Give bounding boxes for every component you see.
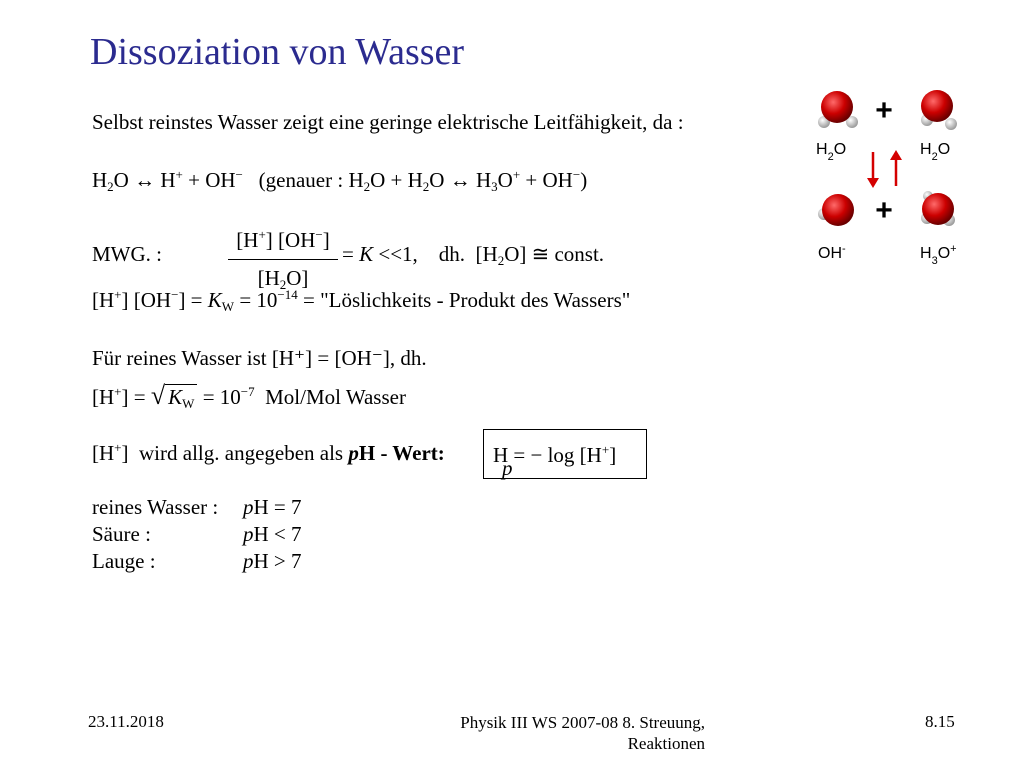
equilibrium-arrows-icon bbox=[867, 150, 902, 188]
footer-course: Physik III WS 2007-08 8. Streuung, Reakt… bbox=[415, 712, 705, 755]
plus-icon: + bbox=[875, 194, 893, 227]
plus-icon: + bbox=[875, 94, 893, 127]
product-label: "Löslichkeits - Produkt des Wassers" bbox=[320, 288, 631, 312]
case-row: Lauge : bbox=[92, 551, 156, 572]
dissociation-equation: H2O ↔ H+ + OH− (genauer : H2O + H2O ↔ H3… bbox=[92, 167, 588, 194]
mwg-rest: = K <<1, dh. [H2O] ≅ const. bbox=[342, 242, 605, 268]
molecule-label: OH- bbox=[818, 243, 846, 262]
molecule-diagram-svg: + H2O H2O + OH- H3O+ bbox=[816, 90, 957, 267]
hydronium-icon bbox=[921, 191, 955, 226]
ph-definition-text: [H+] wird allg. angegeben als pH - Wert: bbox=[92, 440, 445, 465]
case-row: reines Wasser : bbox=[92, 497, 218, 518]
molecule-label: H2O bbox=[920, 141, 950, 163]
molecule-label: H2O bbox=[816, 141, 846, 163]
footer-date: 23.11.2018 bbox=[88, 712, 164, 731]
mwg-label: MWG. : bbox=[92, 242, 162, 266]
case-value: pH > 7 bbox=[243, 549, 302, 573]
page-number: 8.15 bbox=[925, 712, 955, 731]
case-value: pH = 7 bbox=[243, 495, 302, 519]
ph-wert-label: pH - Wert: bbox=[348, 441, 445, 465]
pure-water-text: Für reines Wasser ist [H⁺] = [OH⁻], dh. bbox=[92, 346, 427, 370]
case-label: Säure : bbox=[92, 522, 151, 546]
slide-title: Dissoziation von Wasser bbox=[90, 31, 465, 73]
water-molecule-icon bbox=[921, 90, 957, 130]
molecule-label: H3O+ bbox=[920, 243, 957, 267]
intro-text: Selbst reinstes Wasser zeigt eine gering… bbox=[92, 110, 684, 134]
ion-product-equation: [H+] [OH−] = KW = 10−14 = "Löslichkeits … bbox=[92, 287, 631, 314]
ph-intro: wird allg. angegeben als bbox=[139, 441, 344, 465]
kw-root-equation: [H+] = √KW = 10−7 Mol/Mol Wasser bbox=[92, 381, 406, 411]
genauer-label: (genauer : bbox=[258, 168, 344, 192]
mwg-fraction: [H+] [OH−] [H2O] bbox=[228, 228, 338, 291]
water-molecule-icon bbox=[818, 91, 858, 128]
case-row: Säure : bbox=[92, 524, 151, 545]
hydroxide-icon bbox=[818, 194, 854, 226]
footer-course-line2: Reaktionen bbox=[627, 734, 705, 754]
unit-label: Mol/Mol Wasser bbox=[265, 385, 406, 409]
equilibrium-arrow: ↔ bbox=[134, 168, 156, 192]
case-label: reines Wasser : bbox=[92, 495, 219, 519]
mwg-numerator: [H+] [OH−] bbox=[228, 228, 338, 260]
water-autoionization-diagram: + H2O H2O + OH- H3O+ bbox=[806, 82, 976, 272]
footer-course-line1: Physik III WS 2007-08 8. Streuung, bbox=[460, 713, 705, 732]
case-label: Lauge : bbox=[92, 549, 156, 573]
mwg-denominator: [H2O] bbox=[257, 266, 309, 292]
case-value: pH < 7 bbox=[243, 522, 302, 546]
